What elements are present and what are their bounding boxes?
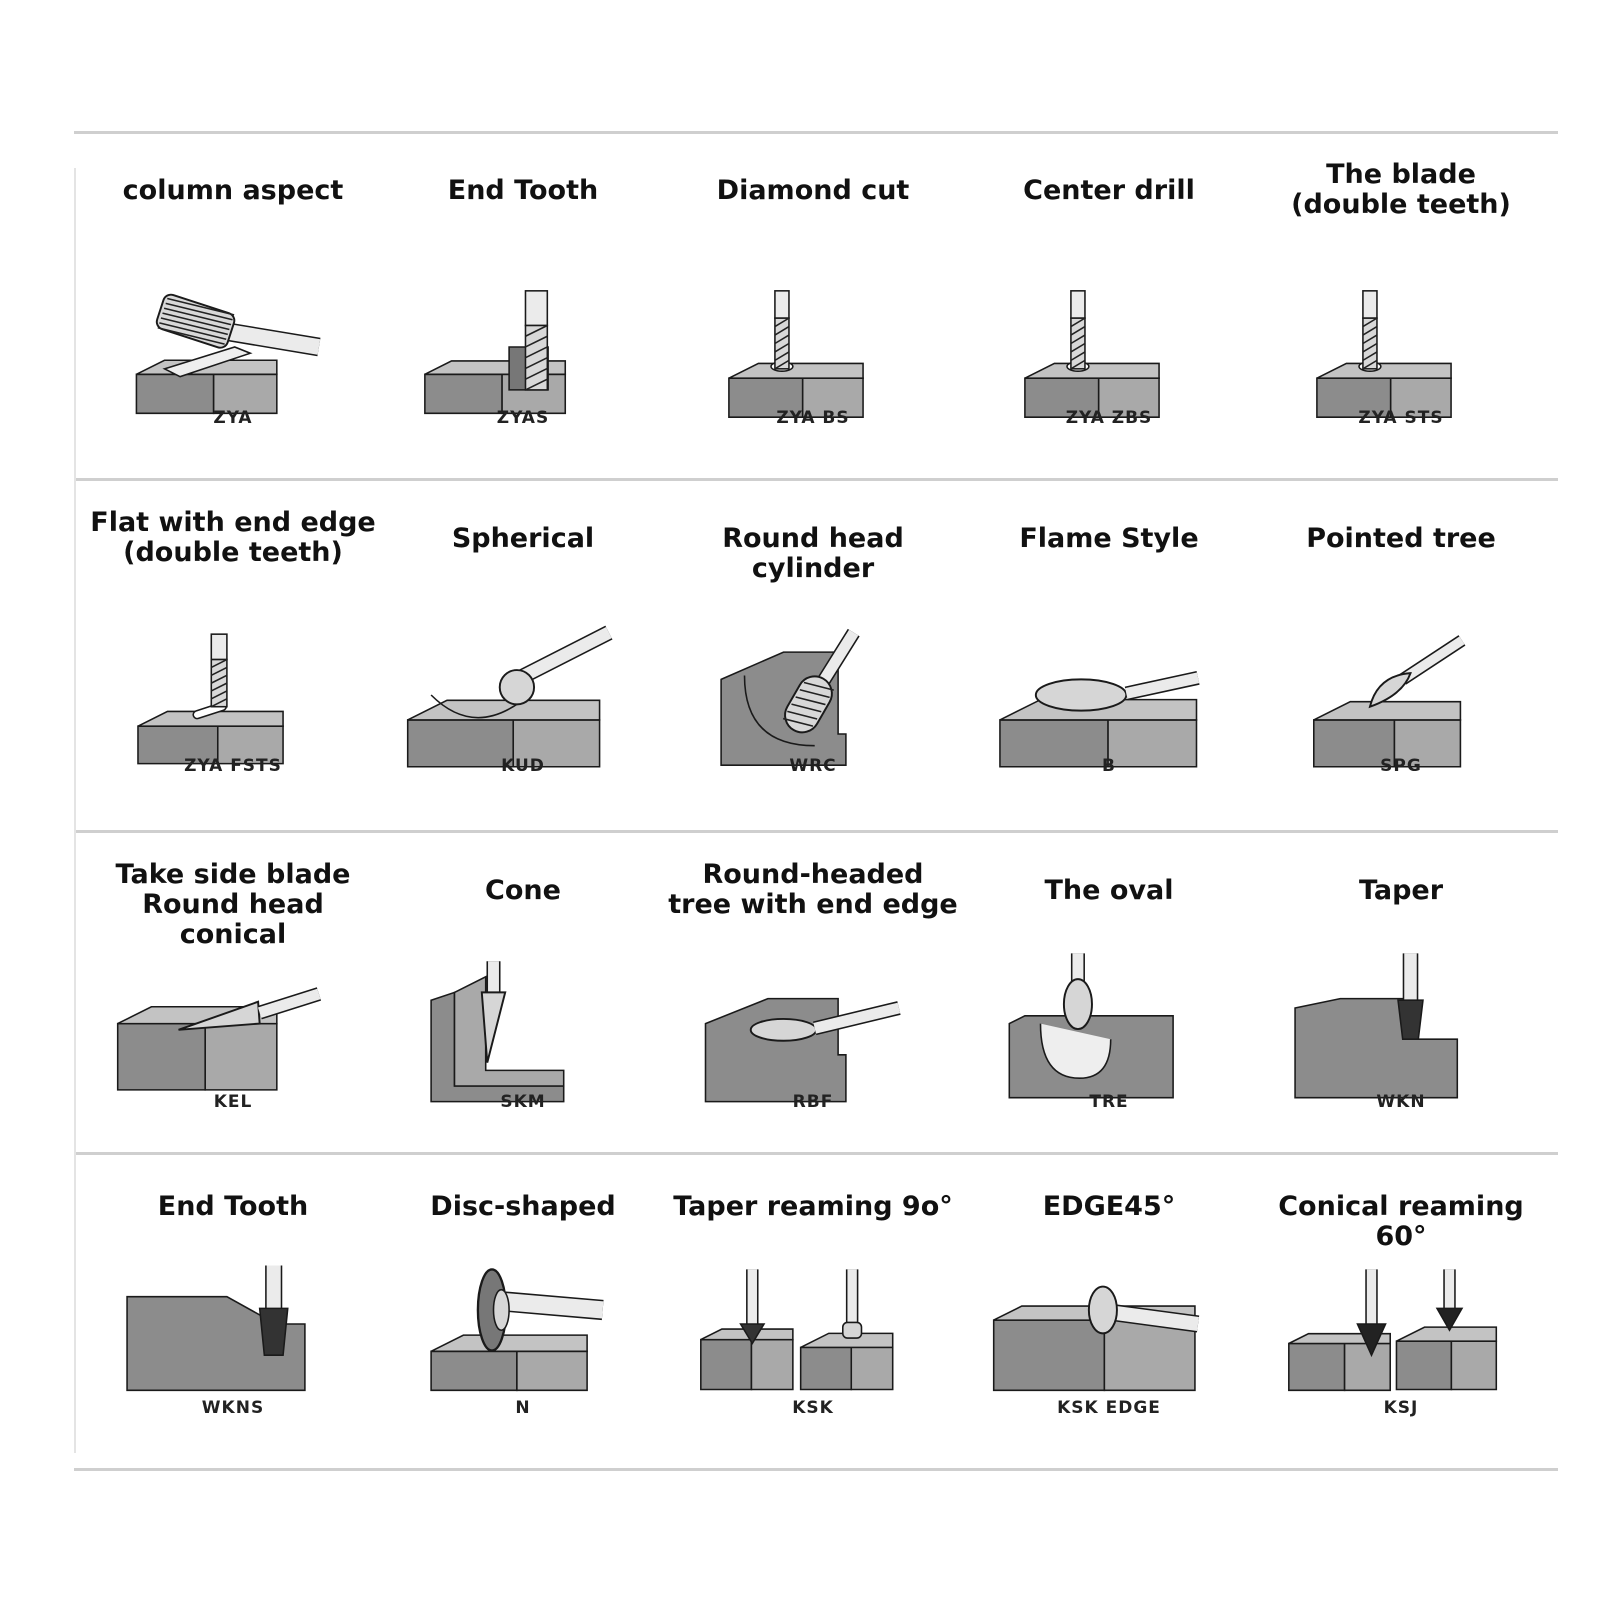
burr-title: End Tooth [447, 175, 599, 206]
burr-title: Diamond cut [716, 175, 910, 206]
burr-code: KSJ [1383, 1398, 1419, 1418]
burr-title: Taper [1358, 875, 1444, 906]
flat-end-edge-icon [137, 633, 284, 765]
burr-title: Disc-shaped [430, 1191, 616, 1222]
end-tooth-burr-icon [424, 290, 567, 415]
burr-code: N [515, 1398, 531, 1418]
burr-cell: Spherical KUD [378, 508, 668, 808]
burr-cell: Cone SKM [378, 860, 668, 1160]
burr-code: WKN [1376, 1092, 1426, 1112]
burr-code: B [1102, 756, 1116, 776]
burr-title: End Tooth [157, 1191, 309, 1222]
burr-title: The blade (double teeth) [1291, 159, 1511, 220]
burr-cell: Flame Style B [964, 508, 1254, 808]
burr-code: ZYA [213, 408, 253, 428]
row-divider [74, 131, 1558, 134]
burr-code: WRC [789, 756, 837, 776]
burr-cell: End Tooth WKNS [88, 1176, 378, 1476]
pointed-tree-burr-icon [1313, 635, 1466, 768]
burr-code: KSK [792, 1398, 834, 1418]
burr-title: Round-headed tree with end edge [668, 859, 958, 920]
row-divider [74, 830, 1558, 833]
burr-code: KSK EDGE [1057, 1398, 1161, 1418]
burr-code: ZYA FSTS [184, 756, 282, 776]
burr-code: SKM [500, 1092, 546, 1112]
burr-cell: Taper WKN [1256, 860, 1546, 1160]
burr-title: Flat with end edge (double teeth) [90, 507, 376, 568]
disc-burr-icon [430, 1268, 604, 1392]
burr-code: RBF [792, 1092, 834, 1112]
burr-title: Center drill [1023, 175, 1195, 206]
burr-cell: Flat with end edge (double teeth) ZYA FS… [88, 508, 378, 808]
row-divider [74, 1152, 1558, 1155]
burr-title: column aspect [122, 175, 344, 206]
burr-code: TRE [1089, 1092, 1129, 1112]
burr-title: Spherical [451, 523, 595, 554]
taper-burr-icon [1294, 953, 1459, 1099]
burr-title: The oval [1044, 875, 1174, 906]
burr-cell: Conical reaming 60° KSJ [1256, 1176, 1546, 1476]
burr-cell: Pointed tree SPG [1256, 508, 1546, 808]
burr-title: Cone [485, 875, 561, 906]
conical-reaming-icon [1288, 1269, 1498, 1392]
oval-burr-icon [1008, 953, 1174, 1099]
burr-cell: Take side blade Round head conical KEL [88, 860, 378, 1160]
burr-cell: Center drill ZYA ZBS [964, 160, 1254, 460]
burr-cell: column aspect ZYA [88, 160, 378, 460]
burr-cell: EDGE45° KSK EDGE [964, 1176, 1254, 1476]
cone-burr-icon [430, 961, 565, 1103]
burr-code: WKNS [201, 1398, 265, 1418]
burr-title: EDGE45° [1042, 1191, 1176, 1222]
burr-code: KEL [213, 1092, 253, 1112]
center-drill-icon [1024, 290, 1160, 418]
flame-burr-icon [999, 670, 1200, 768]
round-head-cylinder-icon [720, 628, 860, 766]
burr-title: Taper reaming 9o° [673, 1191, 953, 1222]
burr-title: Conical reaming 60° [1278, 1191, 1524, 1252]
burr-cell: Disc-shaped N [378, 1176, 668, 1476]
burr-title: Round head cylinder [722, 523, 904, 584]
burr-code: ZYA BS [776, 408, 850, 428]
row-divider [74, 478, 1558, 481]
end-tooth-taper-icon [126, 1265, 306, 1392]
burr-title: Pointed tree [1306, 523, 1496, 554]
burr-code: ZYA STS [1358, 408, 1444, 428]
burr-cell: The oval TRE [964, 860, 1254, 1160]
diamond-cut-burr-icon [728, 290, 864, 418]
burr-cell: Round-headed tree with end edge RBF [668, 860, 958, 1160]
cylinder-burr-icon [135, 293, 321, 415]
burr-cell: Taper reaming 9o° KSK [668, 1176, 958, 1476]
burr-cell: Round head cylinder WRC [668, 508, 958, 808]
taper-reaming-icon [700, 1269, 894, 1391]
burr-code: ZYAS [496, 408, 550, 428]
burr-cell: The blade (double teeth) ZYA STS [1256, 160, 1546, 460]
edge45-burr-icon [992, 1285, 1200, 1392]
double-teeth-blade-icon [1316, 290, 1452, 418]
burr-title: Flame Style [1019, 523, 1199, 554]
burr-code: ZYA ZBS [1065, 408, 1153, 428]
burr-cell: End Tooth ZYAS [378, 160, 668, 460]
conical-side-blade-icon [116, 987, 322, 1091]
round-tree-end-edge-icon [704, 997, 901, 1103]
burr-cell: Diamond cut ZYA BS [668, 160, 958, 460]
spherical-burr-icon [406, 625, 613, 768]
burr-code: SPG [1380, 756, 1422, 776]
burr-title: Take side blade Round head conical [115, 859, 351, 950]
left-border [74, 168, 76, 1453]
burr-code: KUD [501, 756, 545, 776]
row-divider [74, 1468, 1558, 1471]
